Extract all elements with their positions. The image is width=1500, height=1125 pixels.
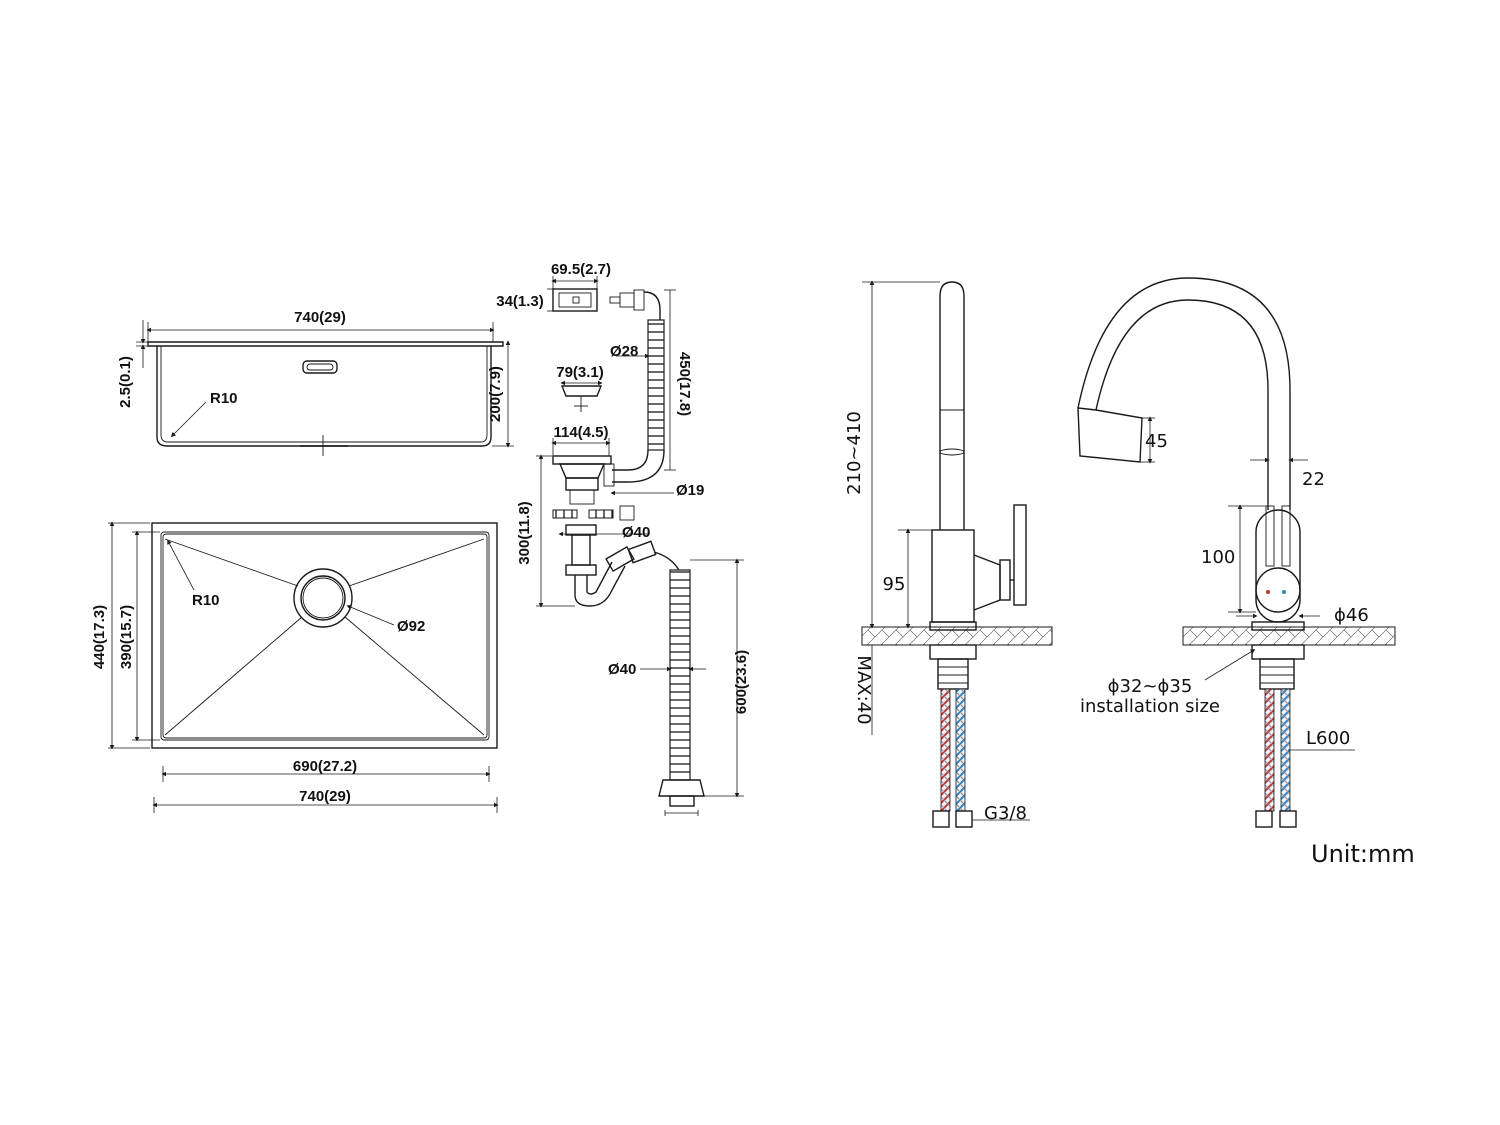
overflow-height-label: 34(1.3) (496, 293, 544, 310)
outlet-length-label: 600(23.6) (733, 650, 750, 714)
unit-label: Unit:mm (1311, 840, 1415, 868)
sink-outer-height-label: 440(17.3) (91, 605, 108, 669)
sink-plan-radius-label: R10 (192, 592, 220, 609)
hose-length-label: L600 (1306, 728, 1350, 749)
pipe-diameter-label: Ø40 (622, 524, 650, 541)
hole-note-label: installation size (1080, 696, 1220, 717)
faucet-total-height-label: 210~410 (844, 411, 865, 495)
sink-lip-label: 2.5(0.1) (117, 356, 134, 408)
outlet-diameter-label: Ø40 (608, 661, 636, 678)
handle-height-label: 100 (1201, 547, 1235, 568)
hole-size-label: ϕ32~ϕ35 (1108, 676, 1193, 697)
overflow-width-label: 69.5(2.7) (551, 261, 611, 278)
sink-side-radius-label: R10 (210, 390, 238, 407)
flange-diameter-label: 114(4.5) (553, 424, 608, 441)
faucet-side-view: 210~410 95 MAX:40 G3/8 (844, 280, 1053, 828)
faucet-front-view: 45 22 100 ϕ46 ϕ32~ϕ35 installation size … (1077, 277, 1396, 828)
strainer-diameter-label: 79(3.1) (556, 364, 604, 381)
hose-diameter-label: Ø28 (610, 343, 638, 360)
drain-diameter-label: Ø92 (397, 618, 425, 635)
sink-inner-width-label: 690(27.2) (293, 758, 357, 775)
spray-head-label: 45 (1145, 431, 1168, 452)
sink-plan-view: 440(17.3) 390(15.7) R10 Ø92 690(27.2) 74… (91, 521, 499, 813)
sink-depth-label: 200(7.9) (487, 366, 504, 422)
sink-side-view: 740(29) 2.5(0.1) 200(7.9) R10 (117, 309, 514, 456)
connector-diameter-label: Ø19 (676, 482, 704, 499)
trap-height-label: 300(11.8) (516, 501, 533, 564)
sink-inner-height-label: 390(15.7) (118, 605, 135, 669)
faucet-body-height-label: 95 (883, 574, 906, 595)
sink-outer-width-label: 740(29) (299, 788, 351, 805)
max-deck-label: MAX:40 (853, 655, 874, 724)
hose-length-label: 450(17.8) (676, 352, 693, 416)
base-diameter-label: ϕ46 (1334, 605, 1369, 626)
drain-kit: 69.5(2.7) 34(1.3) Ø28 450(17.8) 79(3.1) … (496, 261, 750, 816)
thread-size-label: G3/8 (984, 803, 1027, 824)
spout-diameter-label: 22 (1302, 469, 1325, 490)
sink-side-width-label: 740(29) (294, 309, 346, 326)
